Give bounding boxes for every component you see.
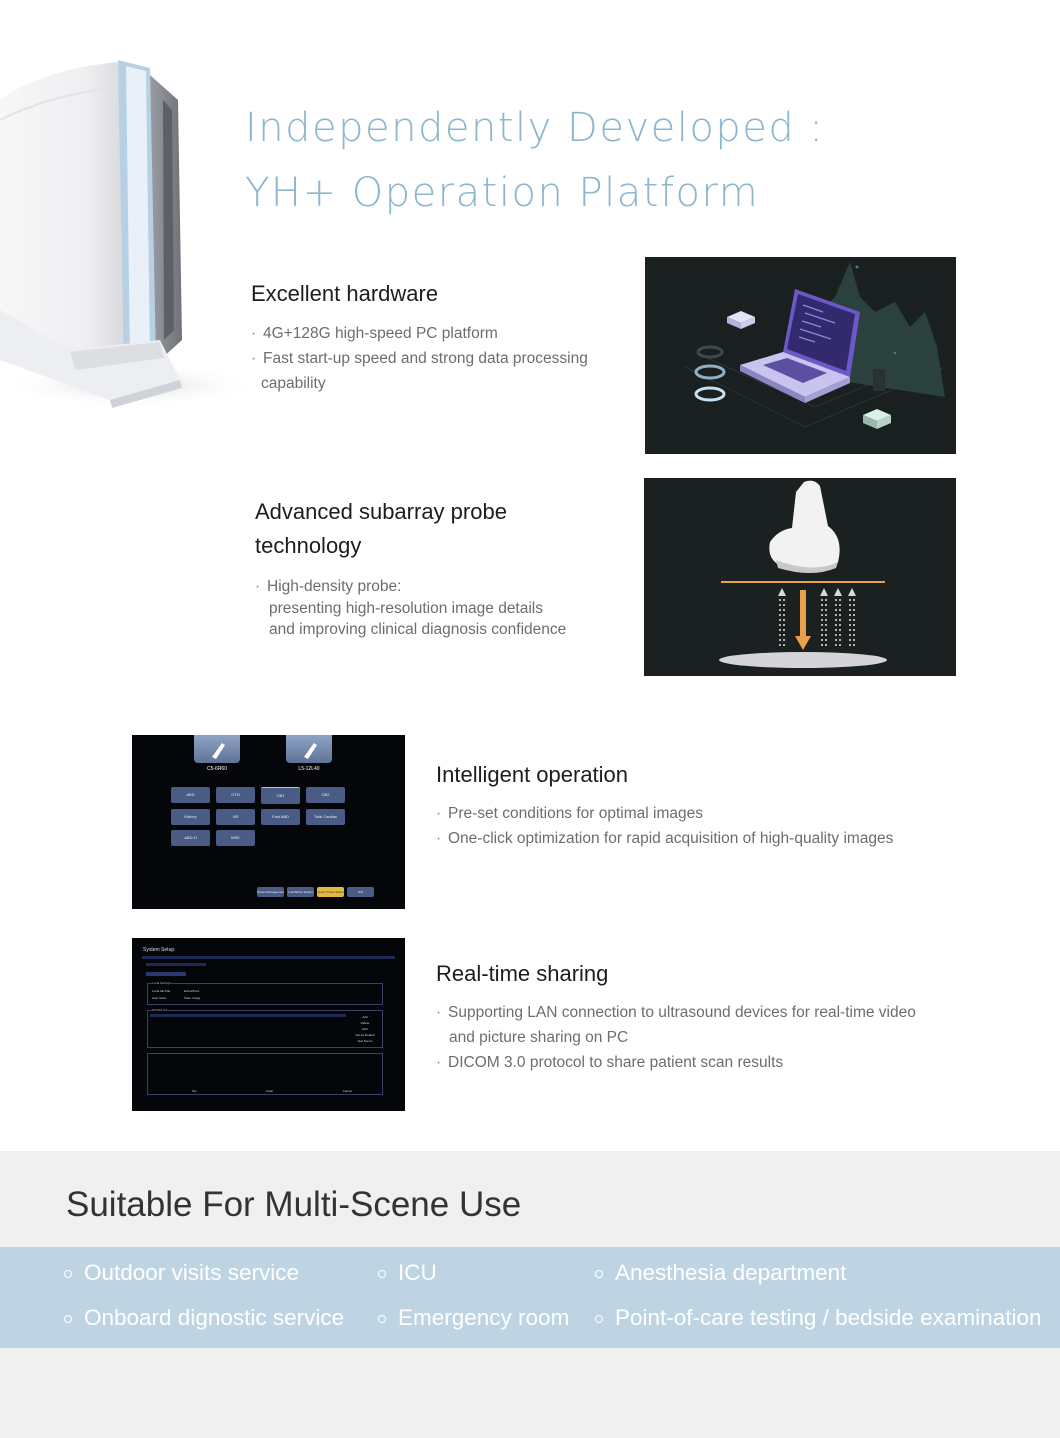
probe-bullet-1-text: High-density probe: [267, 578, 402, 595]
hero-title-line1: Independently Developed : [245, 105, 825, 151]
dicom-list-box: DICOM List Add Delete Edit Set As Defaul… [147, 1008, 383, 1048]
local-ae-title-label: Local AE Title [152, 989, 171, 993]
probe-bullet-line-3: and improving clinical diagnosis confide… [269, 621, 567, 638]
setup-mini-tab[interactable] [146, 972, 186, 976]
preset-footer-buttons: Preset Management Load/Write Setting Qui… [257, 887, 374, 897]
scene-list-strip: Outdoor visits service ICU Anesthesia de… [0, 1247, 1060, 1348]
intelligent-title: Intelligent operation [436, 762, 629, 787]
hardware-bullet-2-cont: capability [261, 375, 326, 392]
preset-button[interactable]: UR [216, 809, 255, 825]
circle-bullet-icon [595, 1315, 603, 1323]
scene-title: Suitable For Multi-Scene Use [66, 1185, 522, 1224]
set-button[interactable]: Set [192, 1089, 197, 1093]
dicom-edit-button[interactable]: Edit [362, 1027, 368, 1031]
probe-bullet-line-2: presenting high-resolution image details [269, 599, 543, 617]
system-setup-screenshot: System Setup Local Settings Local AE Tit… [132, 938, 405, 1111]
probe-card-2 [286, 735, 332, 763]
scene-item: Point-of-care testing / bedside examinat… [595, 1305, 1042, 1331]
probe-1-label: C5-6R60 [206, 766, 227, 772]
preset-button[interactable]: Fast ABD [261, 809, 300, 825]
preset-ui-screenshot: C5-6R60 L5-12L40 ABD OTN OB1 OB2 Kidney … [132, 735, 405, 909]
laptop-illustration [645, 257, 956, 454]
preset-button[interactable]: ABD [171, 787, 210, 803]
scene-item-label: Point-of-care testing / bedside examinat… [615, 1305, 1042, 1330]
local-settings-box: Local Settings Local AE Title EchoWorks … [147, 981, 383, 1005]
circle-bullet-icon [595, 1270, 603, 1278]
preset-button[interactable]: OB2 [306, 787, 345, 803]
scene-item: Outdoor visits service [64, 1260, 299, 1286]
circle-bullet-icon [64, 1315, 72, 1323]
preset-grid: ABD OTN OB1 OB2 Kidney UR Fast ABD Total… [171, 787, 351, 846]
probe-title-line1: Advanced subarray probe [255, 499, 507, 524]
hardware-title: Excellent hardware [251, 281, 439, 306]
sharing-bullet-1: Supporting LAN connection to ultrasound … [436, 1000, 996, 1025]
scene-item-label: Onboard dignostic service [84, 1305, 345, 1330]
auto-store-value[interactable]: Store Image [184, 996, 201, 1000]
preset-button[interactable]: Kidney [171, 809, 210, 825]
preset-button[interactable]: ABD-H [171, 830, 210, 846]
probe-2-label: L5-12L40 [298, 766, 320, 772]
preset-button[interactable]: OTN [216, 787, 255, 803]
intelligent-bullet-1: Pre-set conditions for optimal images [436, 801, 976, 826]
scene-item: Anesthesia department [595, 1260, 846, 1286]
system-setup-title: System Setup [143, 947, 175, 953]
scene-item-label: Anesthesia department [615, 1260, 847, 1285]
hardware-bullets: 4G+128G high-speed PC platform Fast star… [251, 321, 621, 396]
scene-item: Emergency room [378, 1305, 569, 1331]
sharing-title: Real-time sharing [436, 961, 609, 986]
dicom-list-label: DICOM List [152, 1008, 168, 1012]
dicom-add-button[interactable]: Add [362, 1015, 368, 1019]
quick-preset-select-button[interactable]: Quick Preset Select [317, 887, 344, 897]
intelligent-bullets: Pre-set conditions for optimal images On… [436, 801, 976, 851]
local-ae-title-value[interactable]: EchoWorks [184, 989, 200, 993]
scene-item-label: Emergency room [398, 1305, 570, 1330]
dicom-side-buttons: Add Delete Edit Set As Default Test Serv… [354, 1014, 376, 1044]
dicom-delete-button[interactable]: Delete [360, 1021, 370, 1025]
hardware-bullet-2: Fast start-up speed and strong data proc… [251, 346, 621, 371]
dicom-table-header [150, 1014, 346, 1017]
circle-bullet-icon [378, 1315, 386, 1323]
local-settings-label: Local Settings [152, 981, 171, 985]
scene-item-label: Outdoor visits service [84, 1260, 300, 1285]
probe-title-line2: technology [255, 533, 362, 558]
clear-button[interactable]: Clear [266, 1089, 274, 1093]
auto-store-label: Auto Store [152, 996, 167, 1000]
preset-management-button[interactable]: Preset Management [257, 887, 284, 897]
sharing-bullet-2: DICOM 3.0 protocol to share patient scan… [436, 1050, 996, 1075]
hardware-bullet-1: 4G+128G high-speed PC platform [251, 321, 621, 346]
load-write-setting-button[interactable]: Load/Write Setting [287, 887, 314, 897]
circle-bullet-icon [378, 1270, 386, 1278]
probe-bullets: · High-density probe: presenting high-re… [255, 576, 615, 641]
probe-title: Advanced subarray probe technology [255, 495, 615, 563]
scene-item-label: ICU [398, 1260, 437, 1285]
preset-button[interactable]: OB1 [261, 787, 300, 804]
probe-illustration [644, 478, 956, 676]
hero-title-line2: YH+ Operation Platform [245, 170, 760, 216]
ultrasound-device-image [0, 40, 260, 420]
setup-bottom-buttons: Set Clear Cancel [192, 1089, 352, 1093]
dicom-set-default-button[interactable]: Set As Default [355, 1033, 375, 1037]
intelligent-bullet-2: One-click optimization for rapid acquisi… [436, 826, 976, 851]
dicom-test-server-button[interactable]: Test Server [357, 1039, 373, 1043]
sharing-bullets: Supporting LAN connection to ultrasound … [436, 1000, 996, 1075]
dicom-settings-box [147, 1053, 383, 1095]
probe-card-1 [194, 735, 240, 763]
preset-button[interactable]: Total Cardiac [306, 809, 345, 825]
probe-icon [304, 743, 317, 759]
sharing-bullet-1-cont: and picture sharing on PC [449, 1029, 629, 1046]
probe-icon [212, 743, 225, 759]
cancel-button[interactable]: Cancel [342, 1089, 352, 1093]
scene-item: ICU [378, 1260, 437, 1286]
exit-button[interactable]: Exit [347, 887, 374, 897]
probe-bullet-1: · High-density probe: [255, 578, 402, 595]
preset-button[interactable]: MSK [216, 830, 255, 846]
circle-bullet-icon [64, 1270, 72, 1278]
setup-subtab-bar [146, 963, 206, 966]
setup-tab-bar [142, 956, 395, 959]
scene-item: Onboard dignostic service [64, 1305, 344, 1331]
